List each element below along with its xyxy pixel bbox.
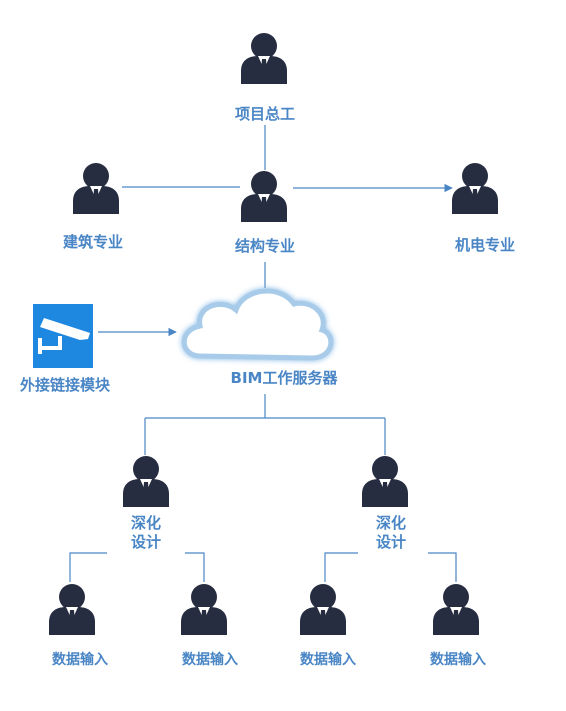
label-deep-left-line1: 深化 — [131, 514, 161, 532]
person-icon-deep-left — [123, 456, 169, 507]
person-icon-input-4 — [433, 584, 479, 635]
line-left-input1 — [69, 552, 107, 582]
label-data-input-3: 数据输入 — [300, 651, 356, 668]
line-left-input2 — [185, 552, 205, 582]
label-chief-engineer: 项目总工 — [235, 105, 295, 123]
person-icon-input-3 — [300, 584, 346, 635]
label-structure: 结构专业 — [235, 237, 295, 255]
cloud-icon — [181, 288, 334, 361]
person-icon-input-2 — [181, 584, 227, 635]
line-right-input4 — [428, 552, 457, 582]
person-icon-deep-right — [362, 456, 408, 507]
label-deep-right-line1: 深化 — [376, 514, 406, 532]
label-data-input-2: 数据输入 — [182, 651, 238, 668]
label-server: BIM工作服务器 — [231, 369, 339, 387]
label-external-module: 外接链接模块 — [19, 376, 111, 394]
person-icon-mep — [452, 163, 498, 214]
label-deep-left-line2: 设计 — [131, 533, 161, 551]
person-icon-chief — [241, 33, 287, 84]
label-deep-right-line2: 设计 — [376, 533, 406, 551]
label-architecture: 建筑专业 — [63, 233, 123, 251]
label-mep: 机电专业 — [455, 236, 515, 254]
person-icon-architecture — [73, 163, 119, 214]
label-data-input-4: 数据输入 — [430, 651, 486, 668]
security-camera-icon — [33, 304, 93, 368]
person-icon-input-1 — [49, 584, 95, 635]
connectors — [69, 125, 457, 582]
line-right-input3 — [324, 552, 358, 582]
label-data-input-1: 数据输入 — [52, 651, 108, 668]
person-icon-structure — [241, 171, 287, 222]
